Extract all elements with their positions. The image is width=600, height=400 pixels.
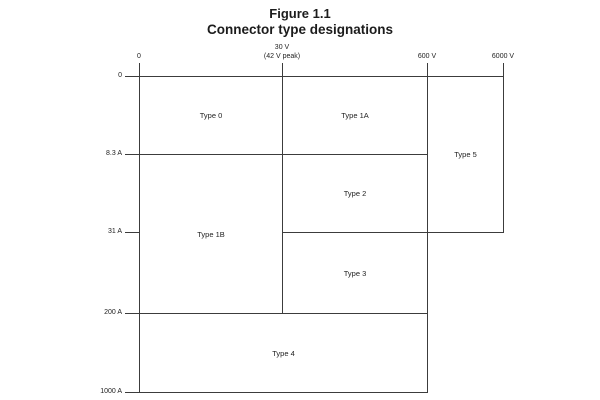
region-type-2-label: Type 2 — [343, 189, 367, 198]
axis-line-0v — [139, 63, 140, 392]
figure-caption: Connector type designations — [206, 22, 394, 38]
boundary-line-1000a — [125, 392, 428, 393]
region-type-1a-label: Type 1A — [341, 111, 369, 120]
x-axis-label-30v-line2: (42 V peak) — [263, 53, 301, 60]
figure-number: Figure 1.1 — [269, 6, 331, 21]
region-type-4-label: Type 4 — [272, 348, 295, 358]
boundary-line-600v — [427, 63, 428, 392]
boundary-line-6000v — [503, 63, 504, 232]
x-axis-label-600v: 600 V — [417, 53, 437, 60]
region-type-3: Type 3 — [283, 233, 427, 313]
region-type-5: Type 5 — [428, 77, 503, 232]
tick-31a — [125, 232, 140, 233]
x-axis-label-0: 0 — [137, 53, 141, 60]
figure-title: Figure 1.1 Connector type designations — [0, 6, 600, 39]
region-type-0: Type 0 — [140, 77, 282, 154]
y-axis-label-8-3a: 8.3 A — [106, 150, 122, 157]
region-type-2: Type 2 — [283, 155, 427, 232]
region-type-1a: Type 1A — [283, 77, 427, 154]
region-type-3-label: Type 3 — [343, 268, 367, 278]
boundary-line-8-3a — [125, 154, 428, 155]
boundary-line-30v — [282, 63, 283, 313]
x-axis-label-30v: 30 V (42 V peak) — [242, 43, 322, 61]
y-axis-label-31a: 31 A — [107, 228, 122, 235]
y-axis-label-0: 0 — [118, 72, 122, 79]
region-type-1b-label: Type 1B — [197, 229, 225, 239]
boundary-line-200a — [125, 313, 428, 314]
x-axis-label-6000v: 6000 V — [491, 53, 515, 60]
region-type-5-label: Type 5 — [454, 150, 477, 159]
boundary-line-31a — [282, 232, 504, 233]
y-axis-label-200a: 200 A — [104, 309, 122, 316]
boundary-line-0a — [125, 76, 504, 77]
region-type-1b: Type 1B — [140, 155, 282, 313]
region-type-0-label: Type 0 — [199, 111, 223, 120]
y-axis-label-1000a: 1000 A — [100, 388, 122, 395]
region-type-4: Type 4 — [140, 314, 427, 392]
x-axis-label-30v-line1: 30 V — [274, 44, 290, 51]
